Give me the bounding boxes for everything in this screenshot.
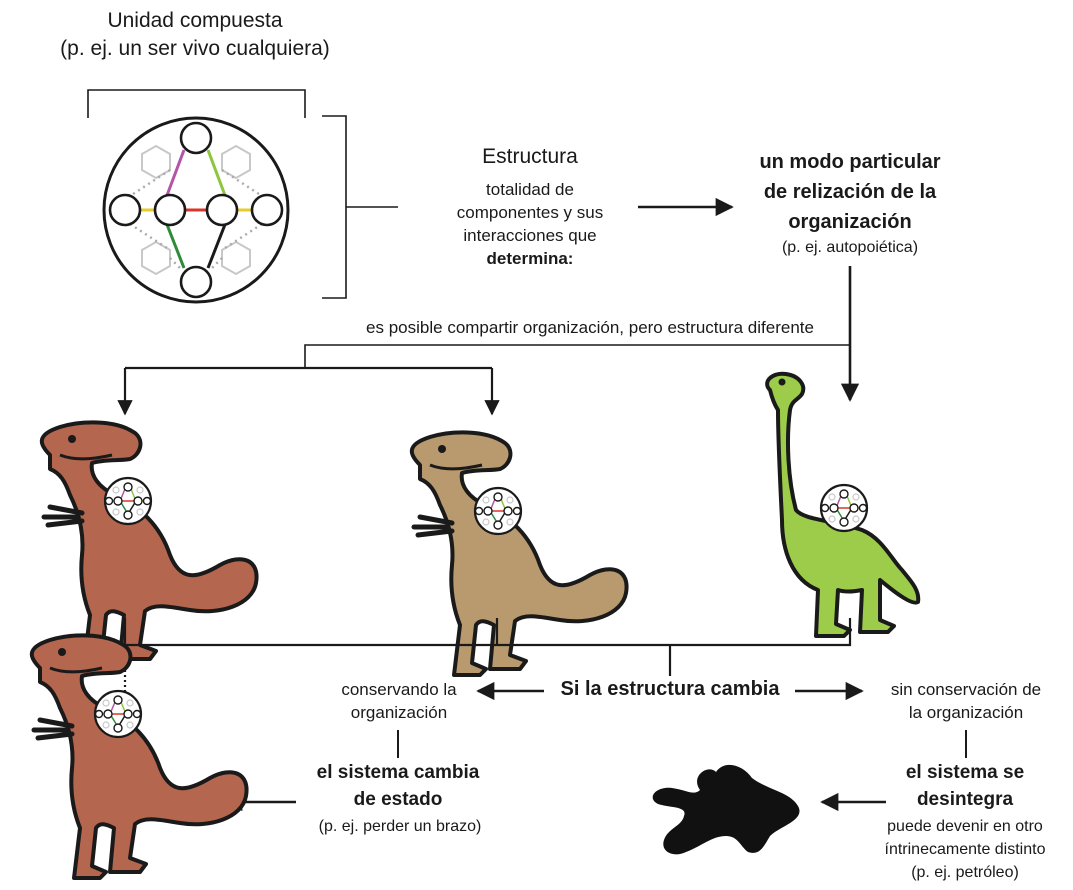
structure-bracket — [322, 116, 346, 298]
disintegrates-example: (p. ej. petróleo) — [862, 863, 1068, 882]
state-change-example: (p. ej. perder un brazo) — [290, 817, 510, 836]
unit-top-bracket — [88, 90, 305, 118]
green-sauropod-illustration — [767, 374, 918, 636]
not-conserving-line1: sin conservación de — [866, 680, 1066, 700]
share-organization-note: es posible compartir organización, pero … — [300, 318, 880, 338]
state-change-line2: de estado — [296, 789, 500, 812]
structure-line4: determina: — [425, 249, 635, 269]
tan-trex-illustration — [412, 432, 627, 675]
state-change-line1: el sistema cambia — [296, 762, 500, 785]
organization-example: (p. ej. autopoiética) — [730, 238, 970, 257]
organization-line3: organización — [730, 210, 970, 234]
conserving-line1: conservando la — [318, 680, 480, 700]
structure-title: Estructura — [430, 144, 630, 169]
structure-line1: totalidad de — [425, 180, 635, 200]
composite-unit-example: (p. ej. un ser vivo cualquiera) — [40, 36, 350, 61]
disintegrates-line1: el sistema se — [880, 762, 1050, 785]
organization-line2: de relización de la — [730, 180, 970, 204]
structure-changes-label: Si la estructura cambia — [544, 677, 796, 701]
composite-unit-circle — [104, 118, 288, 302]
composite-unit-title: Unidad compuesta — [60, 8, 330, 33]
structure-line3: interacciones que — [425, 226, 635, 246]
organization-line1: un modo particular — [730, 150, 970, 174]
disintegrates-line2: desintegra — [880, 789, 1050, 812]
not-conserving-line2: la organización — [866, 703, 1066, 723]
changed-red-trex-illustration — [32, 635, 247, 878]
disintegrated-blob — [653, 765, 800, 854]
structure-line2: componentes y sus — [425, 203, 635, 223]
conserving-line2: organización — [318, 703, 480, 723]
disintegrates-note2: íntrinecamente distinto — [862, 840, 1068, 859]
red-trex-illustration — [42, 422, 257, 665]
disintegrates-note1: puede devenir en otro — [862, 817, 1068, 836]
